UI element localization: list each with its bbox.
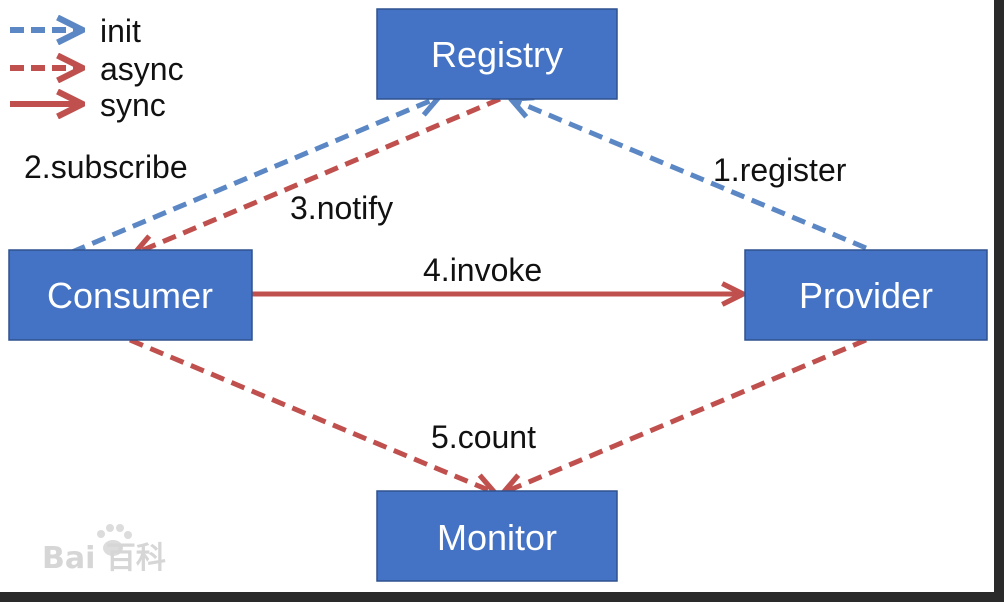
- node-provider-box: [744, 249, 988, 341]
- node-consumer-box: [8, 249, 253, 341]
- node-registry-box: [376, 8, 618, 100]
- legend: init async sync: [10, 13, 184, 123]
- edge-count-consumer: [129, 337, 493, 492]
- edge-label-notify: 3.notify: [290, 190, 393, 226]
- edge-labels: 1.register 2.subscribe 3.notify 4.invoke…: [24, 149, 847, 455]
- node-monitor-box: [376, 490, 618, 582]
- edge-label-register: 1.register: [713, 152, 847, 188]
- edge-register: [513, 100, 867, 251]
- node-provider: Provider: [744, 249, 988, 341]
- node-consumer-label: Consumer: [47, 275, 213, 316]
- node-registry-label: Registry: [431, 34, 563, 75]
- node-provider-label: Provider: [799, 275, 933, 316]
- legend-item-sync: sync: [10, 87, 166, 123]
- legend-sync-label: sync: [100, 87, 166, 123]
- edge-label-invoke: 4.invoke: [423, 252, 542, 288]
- node-registry: Registry: [376, 8, 618, 100]
- edge-label-subscribe: 2.subscribe: [24, 149, 188, 185]
- paw-logo-icon: [97, 524, 132, 556]
- legend-item-init: init: [10, 13, 141, 49]
- edge-subscribe: [71, 98, 437, 255]
- watermark-text: Bai 百科: [42, 541, 166, 576]
- baidu-watermark: Bai 百科: [42, 524, 166, 576]
- edge-label-count: 5.count: [431, 419, 536, 455]
- edge-count-provider: [505, 337, 867, 492]
- dubbo-architecture-diagram: init async sync 1.register 2.subscribe 3…: [8, 8, 988, 582]
- legend-item-async: async: [10, 51, 184, 87]
- node-consumer: Consumer: [8, 249, 253, 341]
- node-monitor-label: Monitor: [437, 517, 557, 558]
- node-monitor: Monitor: [376, 490, 618, 582]
- edges: [71, 96, 867, 492]
- legend-init-label: init: [100, 13, 141, 49]
- edge-notify: [136, 96, 501, 253]
- legend-async-label: async: [100, 51, 184, 87]
- diagram-canvas: init async sync 1.register 2.subscribe 3…: [0, 0, 994, 592]
